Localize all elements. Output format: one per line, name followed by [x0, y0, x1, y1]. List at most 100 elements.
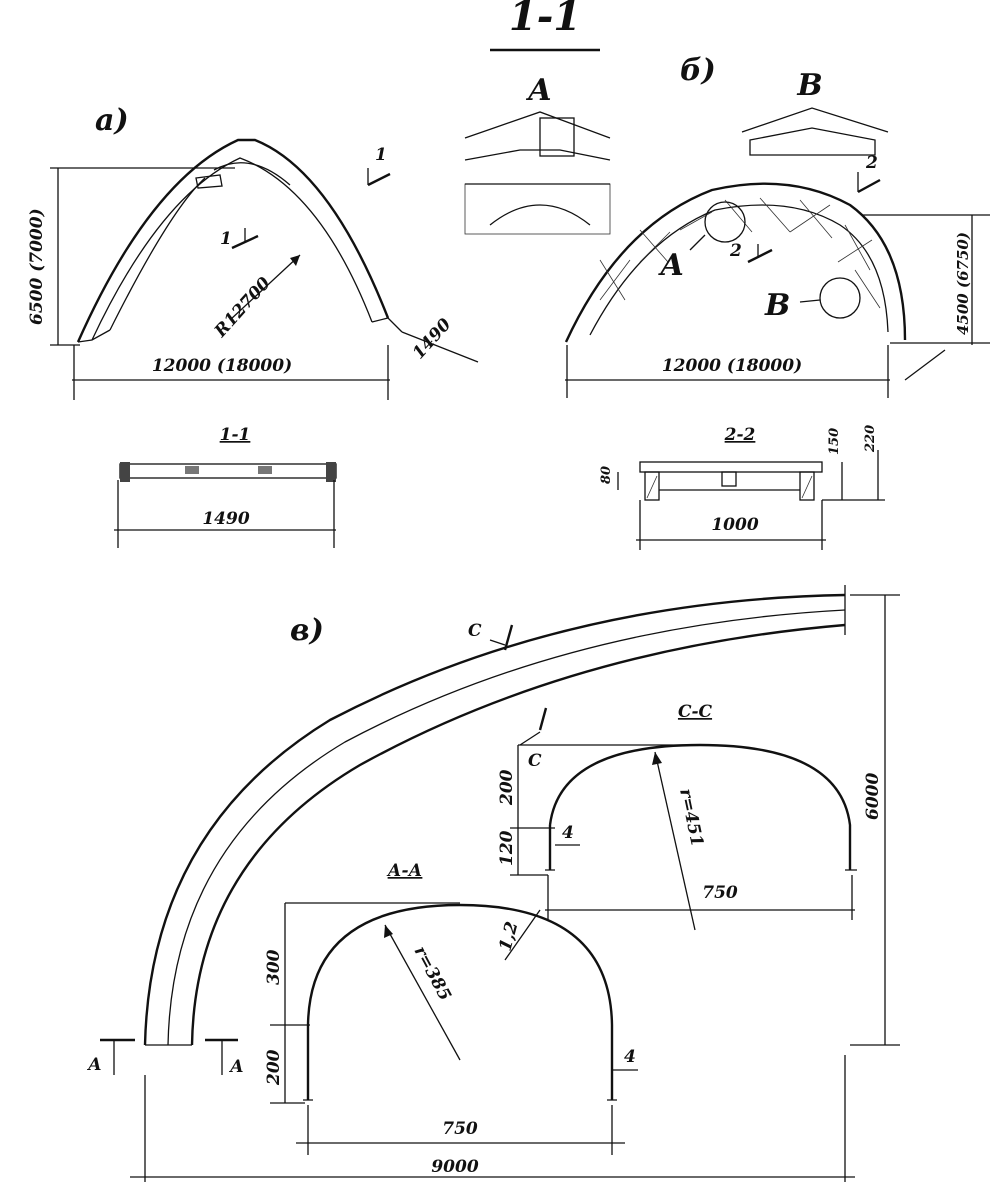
dim-aa-width: 750 [442, 1119, 478, 1139]
detail-b-circle [819, 277, 861, 319]
detail-b-ref: В [764, 288, 790, 323]
dim-aa-bottom: 200 [264, 1049, 284, 1086]
radius-a-leader [229, 254, 301, 321]
section-a-mark-top [367, 172, 391, 187]
arch-b-lattice-2 [599, 199, 873, 301]
detail-b-title: В [796, 68, 822, 103]
arch-a-crossbar [195, 174, 223, 189]
dim-cc-lip: 4 [562, 823, 574, 843]
panel-v-label: в) [290, 613, 324, 648]
dim-220: 220 [863, 425, 878, 453]
detail-a-base [464, 183, 611, 235]
radius-a-arrow [290, 255, 300, 266]
section-a-mark-top-num: 1 [375, 145, 387, 165]
section-b-mark-top-num: 2 [865, 153, 878, 173]
arch-b-outer [564, 182, 907, 343]
section-1-1-rib-l [120, 462, 130, 482]
section-a-label-l: А [86, 1055, 102, 1075]
dim-a-width: 1490 [409, 315, 456, 364]
dim-a-span: 12000 (18000) [152, 356, 292, 376]
detail-a-drawing: А [464, 73, 611, 235]
arch-v-inner [190, 623, 846, 1046]
section-2-2-hatch-l [646, 475, 658, 499]
detail-a-lower [464, 149, 611, 161]
section-2-2-rib-l [644, 471, 660, 501]
panel-v: в) С С А А 6000 9000 [86, 585, 900, 1182]
thickness-aa-leader [504, 909, 541, 961]
section-b-mark-mid [747, 248, 773, 264]
detail-b-leader [799, 299, 821, 303]
section-c-label-top: С [468, 621, 482, 641]
dim-v-span: 9000 [431, 1157, 478, 1177]
main-title: 1-1 [509, 0, 581, 40]
dim-cc-bottom: 120 [497, 830, 517, 866]
detail-a-plate [539, 117, 575, 157]
arch-v-mid [167, 609, 846, 1046]
section-c-mark-top [503, 624, 514, 651]
arch-v-outer [143, 593, 846, 1046]
detail-a-leader [689, 234, 706, 251]
section-c-mark-bot-arrow [519, 731, 541, 746]
dim-a-height: 6500 (7000) [27, 208, 47, 325]
dim-a-width-line [401, 331, 479, 363]
dim-b-height: 4500 (6750) [954, 232, 972, 335]
dim-aa-lip: 4 [624, 1047, 636, 1067]
radius-aa: r=385 [410, 943, 455, 1004]
section-c-c: С-С 200 120 4 r=451 750 [497, 702, 857, 931]
section-a-a-arc [306, 903, 614, 1100]
section-a-label-r: А [228, 1057, 244, 1077]
section-2-2-title: 2-2 [724, 425, 756, 445]
section-c-c-arc [548, 743, 852, 870]
section-1-1-plate [119, 463, 337, 479]
radius-a: R12700 [210, 273, 275, 342]
radius-aa-arrow [384, 925, 393, 938]
arch-a-feet [77, 317, 403, 343]
dim-cc-width: 750 [702, 883, 738, 903]
section-1-1-title: 1-1 [220, 425, 251, 445]
detail-a-ref: А [658, 248, 684, 283]
radius-cc-leader [654, 751, 696, 931]
section-b-mark-top [857, 178, 881, 194]
section-1-1-rib-r [326, 462, 336, 482]
dim-2-2: 1000 [711, 515, 758, 535]
arch-b-inner [589, 204, 889, 336]
section-2-2-rib-r [799, 471, 815, 501]
arch-a-inner [91, 157, 373, 341]
section-a-mark-mid-num: 1 [220, 229, 232, 249]
section-2-2-plate [639, 461, 823, 473]
detail-b-drawing: В [741, 68, 889, 156]
section-c-mark-top-arrow [489, 639, 506, 646]
section-2-2: 2-2 1000 80 150 220 [599, 425, 885, 550]
radius-aa-leader [384, 924, 461, 1061]
panel-b-label: б) [680, 53, 716, 88]
dim-cc-top: 200 [497, 769, 517, 806]
section-2-2-hatch-r [801, 475, 813, 499]
panel-a: а) 6500 (7000) 12000 (18000) R12700 1490… [27, 103, 479, 400]
arch-a-outer [76, 138, 390, 343]
dim-aa-top: 300 [264, 949, 284, 985]
panel-b: б) А В 2 2 4500 (6750) 12000 (18000) [564, 53, 990, 398]
dim-v-height: 6000 [863, 773, 883, 820]
radius-cc-arrow [652, 752, 662, 765]
radius-cc: r=451 [675, 787, 707, 849]
dim-b-span: 12000 (18000) [662, 356, 802, 376]
arch-a-web [109, 162, 291, 331]
thickness-aa: 1,2 [496, 919, 523, 953]
detail-a-ridge [464, 111, 611, 139]
section-c-c-title: С-С [678, 702, 713, 722]
section-1-1-insert-l [185, 466, 199, 474]
detail-b-ridge [741, 107, 889, 133]
section-2-2-rib-mid [721, 471, 737, 487]
section-1-1-insert-r [258, 466, 272, 474]
dim-b-width-line [904, 349, 946, 381]
section-b-mark-mid-num: 2 [729, 241, 742, 261]
dim-1-1: 1490 [202, 509, 249, 529]
section-1-1: 1-1 1490 [114, 425, 337, 548]
dim-80: 80 [599, 466, 614, 484]
dim-150: 150 [827, 428, 842, 455]
detail-a-title: А [526, 73, 552, 108]
detail-a-base-arc [489, 204, 591, 226]
section-a-a-title: А-А [386, 861, 423, 881]
